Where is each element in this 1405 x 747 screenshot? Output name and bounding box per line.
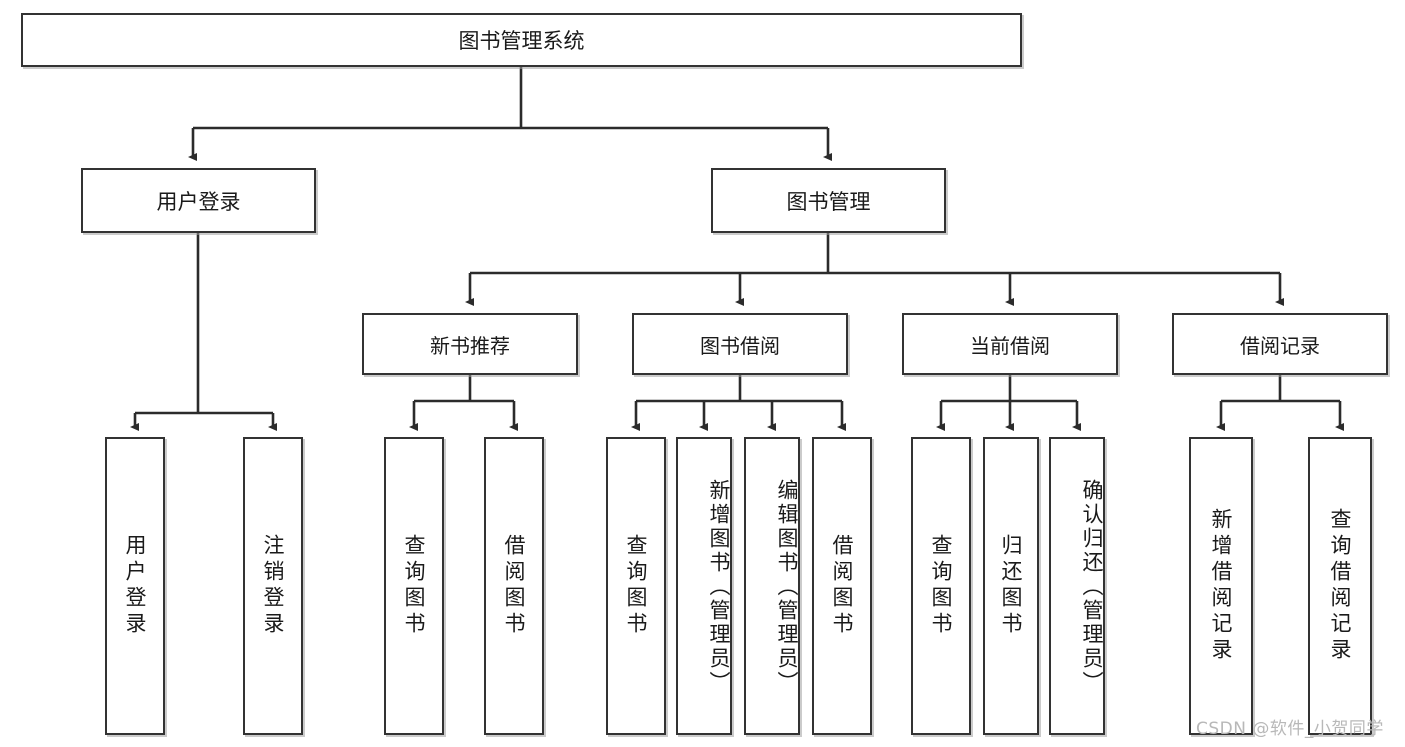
leaf-current-borrow-return[interactable]: 归还图书: [983, 437, 1039, 735]
leaf-borrow-record-add[interactable]: 新增借阅记录: [1189, 437, 1253, 735]
leaf-book-borrow-borrow[interactable]: 借阅图书: [812, 437, 872, 735]
leaf-book-borrow-edit[interactable]: 编辑图书（管理员）: [744, 437, 800, 735]
csdn-watermark: CSDN @软件_小贺同学: [1196, 719, 1384, 739]
leaf-current-borrow-confirm-return[interactable]: 确认归还（管理员）: [1049, 437, 1105, 735]
leaf-borrow-record-query[interactable]: 查询借阅记录: [1308, 437, 1372, 735]
node-new-book-recommend[interactable]: 新书推荐: [362, 313, 578, 375]
leaf-new-book-query[interactable]: 查询图书: [384, 437, 444, 735]
node-book-borrow[interactable]: 图书借阅: [632, 313, 848, 375]
leaf-user-login-logout[interactable]: 注销登录: [243, 437, 303, 735]
node-current-borrow[interactable]: 当前借阅: [902, 313, 1118, 375]
node-book-management[interactable]: 图书管理: [711, 168, 946, 233]
leaf-user-login-login[interactable]: 用户登录: [105, 437, 165, 735]
leaf-book-borrow-query[interactable]: 查询图书: [606, 437, 666, 735]
node-root[interactable]: 图书管理系统: [21, 13, 1022, 67]
node-borrow-record[interactable]: 借阅记录: [1172, 313, 1388, 375]
leaf-book-borrow-add[interactable]: 新增图书（管理员）: [676, 437, 732, 735]
leaf-new-book-borrow[interactable]: 借阅图书: [484, 437, 544, 735]
leaf-current-borrow-query[interactable]: 查询图书: [911, 437, 971, 735]
node-user-login[interactable]: 用户登录: [81, 168, 316, 233]
